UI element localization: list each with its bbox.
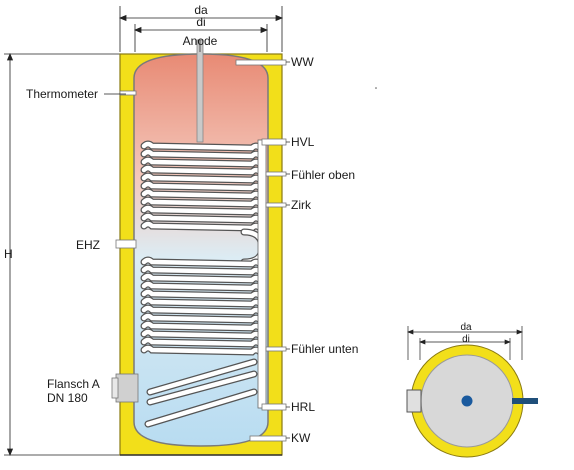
upper-coil-winding-fill-8 [141,205,263,215]
top-view-dimension-da [407,326,523,360]
lower-coil-diagonal-pipes [144,358,258,428]
fuehler-unten-nozzle [265,346,287,352]
lower-coil-winding-fill-11 [141,345,263,355]
upper-coil-winding-fill-6 [141,189,263,199]
top-view-flange [406,389,422,413]
ehz-nozzle [115,239,137,249]
lower-coil-winding-fill-9 [141,329,263,339]
lower-coil-winding-fill-4 [141,289,263,299]
ww-nozzle [235,59,287,66]
fuehler-oben-nozzle [265,171,287,177]
top-view-dimension-di [419,338,511,360]
flange-a [115,373,139,403]
upper-coil-winding-fill-2 [141,157,263,167]
coil-riser-pipe [257,139,267,409]
upper-coil-winding-fill-0 [141,141,263,151]
lower-coil-winding-fill-2 [141,273,263,283]
fuehler-oben-label: Fühler oben [291,168,356,182]
dim-di-label: di [196,15,206,29]
upper-coil-winding-fill-10 [141,221,263,231]
upper-coil-winding-fill-9 [141,213,263,223]
kw-label: KW [291,431,311,445]
upper-coil-winding-fill-1 [141,149,263,159]
height-label: H [4,247,13,261]
right-connections [235,59,287,442]
lower-coil-winding-fill-5 [141,297,263,307]
lower-coil-winding-fill-7 [141,313,263,323]
thermometer-nozzle [119,90,137,96]
lower-coil-winding-fill-1 [141,265,263,275]
top-view-pipe-stub [512,398,538,404]
upper-coil-winding-fill-4 [141,173,263,183]
left-connections [111,90,139,403]
anode-label: Anode [182,34,218,48]
hvl-nozzle [261,138,287,146]
top-view-center-connection [461,395,473,407]
ww-label: WW [291,55,314,69]
lower-heat-exchanger-coil [140,256,264,356]
upper-coil-winding-fill-5 [141,181,263,191]
lower-coil-winding-fill-6 [141,305,263,315]
lower-coil-winding-fill-3 [141,281,263,291]
anode-rod [196,39,204,143]
ehz-label: EHZ [76,238,100,252]
leader-lines [104,61,290,439]
hvl-label: HVL [291,135,315,149]
lower-coil-winding-fill-8 [141,321,263,331]
thermometer-label: Thermometer [26,87,99,101]
dimension-h [4,52,120,457]
dimension-di [133,24,269,52]
lower-coil-winding-fill-0 [141,257,263,267]
zirk-label: Zirk [291,198,311,212]
top-view-di-label: di [462,334,470,345]
zirk-nozzle [265,202,287,208]
kw-nozzle [249,435,287,442]
dim-da-label: da [194,3,208,17]
top-view-da-label: da [460,322,472,333]
lower-coil-winding-fill-10 [141,337,263,347]
flange-label: Flansch A DN 180 [47,377,100,405]
hrl-label: HRL [291,400,316,414]
hrl-nozzle [261,403,287,411]
upper-coil-winding-fill-7 [141,197,263,207]
dimension-da [118,6,284,52]
upper-heat-exchanger-coil [140,140,264,232]
fuehler-unten-label: Fühler unten [291,342,359,356]
upper-coil-winding-fill-3 [141,165,263,175]
